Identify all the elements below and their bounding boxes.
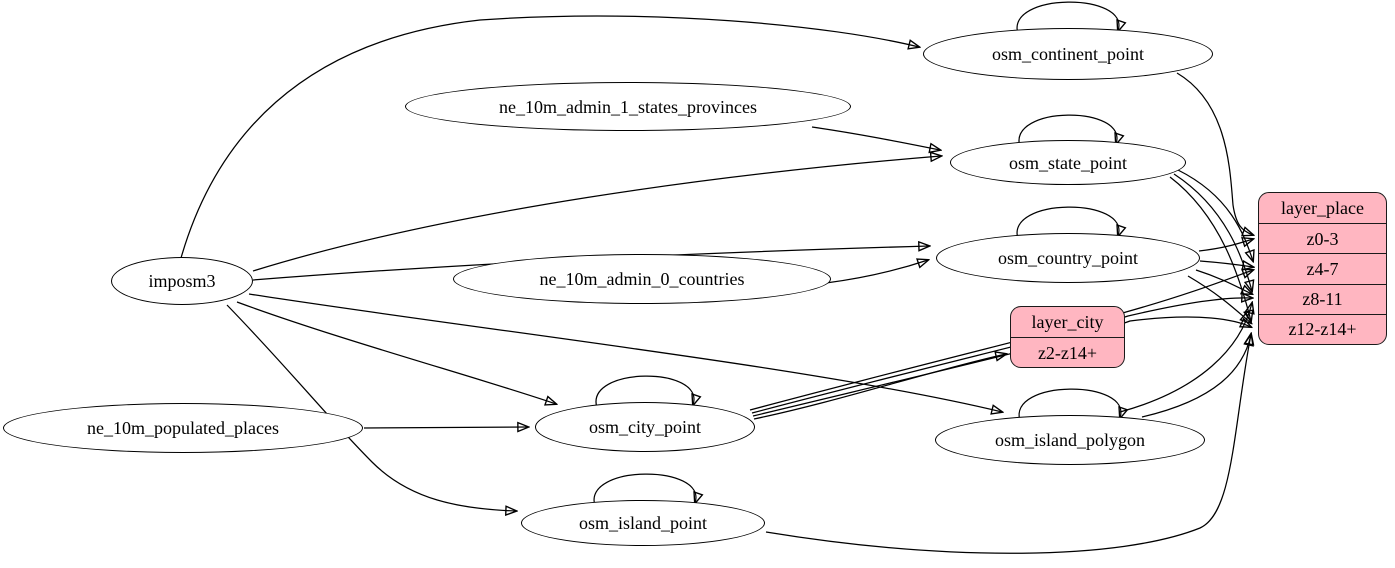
edge-island-polygon-z12-z14	[1141, 335, 1251, 418]
node-osm-country-point: osm_country_point	[936, 233, 1200, 283]
record-layer-place-row-z12-z14: z12-z14+	[1259, 313, 1386, 344]
record-layer-city-row-z2-z14-label: z2-z14+	[1037, 342, 1098, 363]
record-layer-city-title-label: layer_city	[1031, 312, 1104, 332]
record-layer-place-row-z4-7-label: z4-7	[1306, 258, 1339, 279]
edge-ne10m-admin0-osm-country-point	[825, 260, 928, 284]
node-osm-island-point-label: osm_island_point	[578, 513, 707, 533]
edge-ne10m-populated-osm-city-point	[363, 427, 528, 428]
node-ne-10m-populated-places: ne_10m_populated_places	[3, 403, 363, 453]
record-layer-city-row-z2-z14: z2-z14+	[1011, 337, 1124, 367]
edge-state-z4-7	[1177, 169, 1253, 261]
edge-imposm3-osm-state-point	[252, 156, 941, 272]
node-osm-island-point: osm_island_point	[521, 500, 765, 546]
edge-island-polygon-z8-11	[1119, 303, 1252, 413]
record-layer-place-row-z4-7: z4-7	[1259, 253, 1386, 283]
record-layer-city-title: layer_city	[1011, 307, 1124, 337]
node-ne-10m-admin-1-states-provinces-label: ne_10m_admin_1_states_provinces	[499, 96, 757, 117]
record-layer-city: layer_city z2-z14+	[1010, 306, 1125, 368]
record-layer-place-title: layer_place	[1259, 193, 1386, 223]
node-ne-10m-populated-places-label: ne_10m_populated_places	[87, 418, 279, 438]
edge-country-z4-7	[1199, 261, 1253, 267]
record-layer-place-row-z12-z14-label: z12-z14+	[1288, 319, 1357, 340]
node-ne-10m-admin-0-countries-label: ne_10m_admin_0_countries	[539, 269, 745, 289]
node-ne-10m-admin-1-states-provinces: ne_10m_admin_1_states_provinces	[405, 82, 851, 131]
edge-island-point-z12-z14	[765, 334, 1251, 554]
edge-ne10m-admin1-osm-state-point	[811, 126, 940, 150]
self-loop-osm-island-polygon	[1018, 388, 1121, 422]
self-loop-osm-island-point	[593, 473, 696, 507]
node-osm-city-point: osm_city_point	[535, 402, 755, 452]
node-imposm3: imposm3	[111, 257, 253, 305]
record-layer-place-title-label: layer_place	[1281, 198, 1364, 219]
node-osm-continent-point: osm_continent_point	[923, 28, 1213, 80]
record-layer-place-row-z8-11-label: z8-11	[1302, 289, 1343, 310]
edge-city-layer-city	[753, 354, 1006, 420]
edge-country-z0-3	[1198, 239, 1253, 252]
edge-imposm3-osm-island-polygon	[248, 293, 1002, 412]
edge-imposm3-osm-continent-point	[180, 15, 919, 259]
self-loop-osm-country-point	[1016, 206, 1119, 240]
record-layer-place-row-z8-11: z8-11	[1259, 283, 1386, 314]
node-osm-state-point: osm_state_point	[950, 140, 1186, 185]
node-osm-country-point-label: osm_country_point	[998, 248, 1138, 268]
node-imposm3-label: imposm3	[148, 271, 216, 291]
edge-imposm3-osm-city-point	[236, 301, 556, 404]
node-osm-city-point-label: osm_city_point	[589, 417, 701, 437]
edge-state-z8-11	[1173, 173, 1252, 291]
node-ne-10m-admin-0-countries: ne_10m_admin_0_countries	[453, 254, 831, 304]
self-loop-osm-continent-point	[1016, 1, 1119, 35]
node-osm-island-polygon: osm_island_polygon	[935, 415, 1205, 465]
self-loop-osm-city-point	[595, 375, 694, 409]
edge-imposm3-osm-island-point	[226, 304, 516, 511]
record-layer-place-row-z0-3-label: z0-3	[1306, 228, 1339, 249]
node-osm-island-polygon-label: osm_island_polygon	[994, 430, 1145, 450]
node-osm-state-point-label: osm_state_point	[1009, 152, 1127, 173]
node-osm-continent-point-label: osm_continent_point	[992, 44, 1144, 64]
record-layer-place-row-z0-3: z0-3	[1259, 223, 1386, 253]
edge-continent-z0-3	[1176, 72, 1253, 235]
self-loop-osm-state-point	[1018, 114, 1117, 148]
record-layer-place: layer_place z0-3 z4-7 z8-11 z12-z14+	[1258, 192, 1387, 345]
